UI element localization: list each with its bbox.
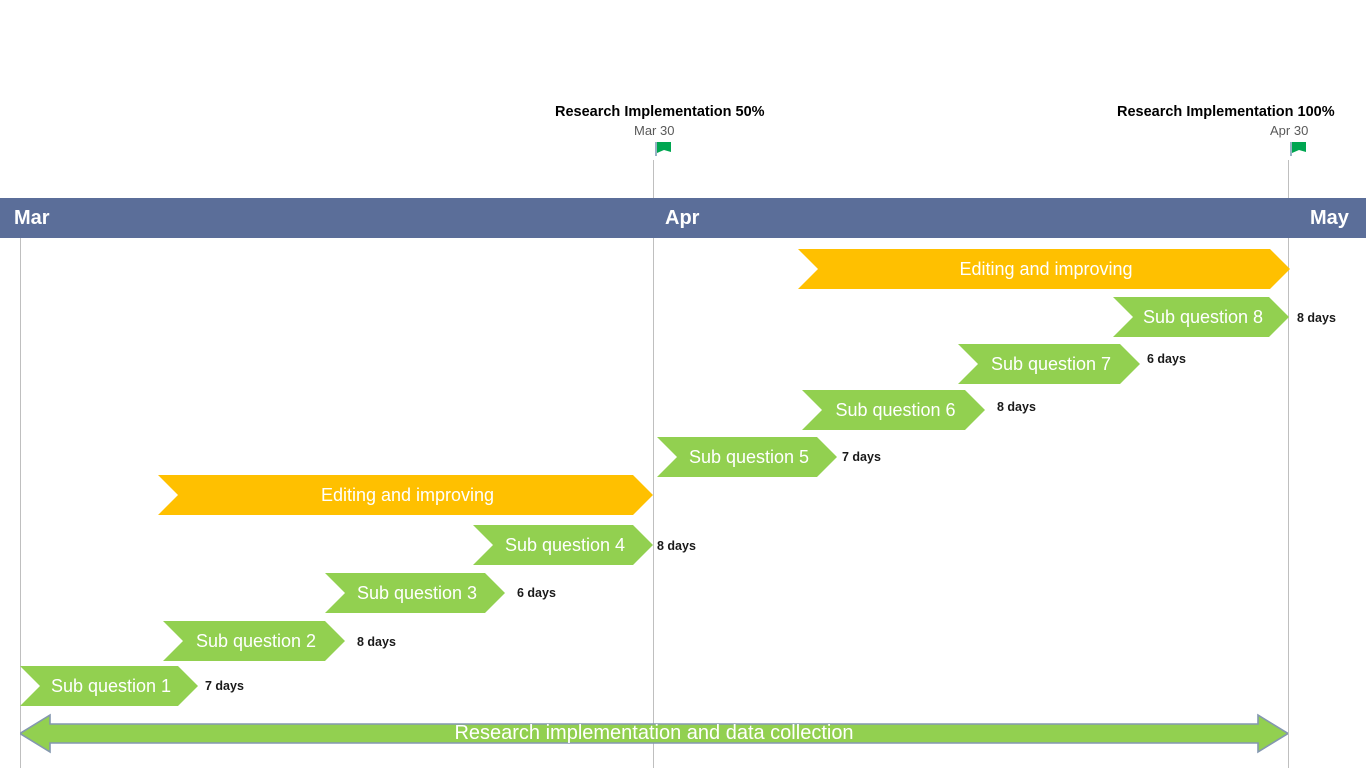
task-duration-sub-question-8: 8 days <box>1297 311 1336 325</box>
task-bar-sub-question-6[interactable]: Sub question 6 <box>802 390 985 430</box>
task-bar-sub-question-7[interactable]: Sub question 7 <box>958 344 1140 384</box>
task-label: Sub question 1 <box>50 675 172 696</box>
task-label: Sub question 7 <box>990 353 1112 374</box>
gridline-may <box>1288 160 1289 198</box>
task-bar-sub-question-4[interactable]: Sub question 4 <box>473 525 653 565</box>
task-bar-sub-question-1[interactable]: Sub question 1 <box>20 666 198 706</box>
task-label: Sub question 5 <box>688 446 810 467</box>
task-label: Editing and improving <box>959 258 1133 279</box>
task-bar-sub-question-3[interactable]: Sub question 3 <box>325 573 505 613</box>
gridline-may-lower <box>1288 238 1289 768</box>
task-bar-sub-question-5[interactable]: Sub question 5 <box>657 437 837 477</box>
task-duration-sub-question-7: 6 days <box>1147 352 1186 366</box>
task-duration-sub-question-1: 7 days <box>205 679 244 693</box>
milestone-date: Mar 30 <box>634 123 675 138</box>
gridline-mar <box>20 238 21 768</box>
milestone-label: Research Implementation 100% <box>1117 104 1335 120</box>
month-label-may: May <box>1310 207 1349 229</box>
milestone-date: Apr 30 <box>1270 123 1309 138</box>
task-bar-editing-and-improving-1[interactable]: Editing and improving <box>158 475 653 515</box>
month-label-apr: Apr <box>665 207 700 229</box>
task-label: Sub question 4 <box>504 534 626 555</box>
summary-label: Research implementation and data collect… <box>454 722 854 744</box>
timeline-header: Mar Apr May <box>0 198 1366 238</box>
month-label-mar: Mar <box>14 207 50 229</box>
milestone-label: Research Implementation 50% <box>555 104 765 120</box>
task-duration-sub-question-3: 6 days <box>517 586 556 600</box>
flag-icon <box>1290 141 1308 158</box>
task-label: Sub question 8 <box>1142 306 1264 327</box>
task-bar-sub-question-2[interactable]: Sub question 2 <box>163 621 345 661</box>
gridline-apr-lower <box>653 238 654 768</box>
task-bar-editing-and-improving-2[interactable]: Editing and improving <box>798 249 1290 289</box>
gridline-apr <box>653 160 654 198</box>
task-duration-sub-question-5: 7 days <box>842 450 881 464</box>
flag-icon <box>655 141 673 158</box>
task-bar-sub-question-8[interactable]: Sub question 8 <box>1113 297 1289 337</box>
task-label: Sub question 2 <box>195 630 317 651</box>
task-label: Sub question 6 <box>835 399 956 420</box>
task-label: Sub question 3 <box>356 582 478 603</box>
task-duration-sub-question-4: 8 days <box>657 539 696 553</box>
summary-arrow-shape <box>20 713 1288 754</box>
summary-bar-research-implementation[interactable]: Research implementation and data collect… <box>20 713 1288 754</box>
task-duration-sub-question-2: 8 days <box>357 635 396 649</box>
task-duration-sub-question-6: 8 days <box>997 400 1036 414</box>
task-label: Editing and improving <box>320 484 495 505</box>
